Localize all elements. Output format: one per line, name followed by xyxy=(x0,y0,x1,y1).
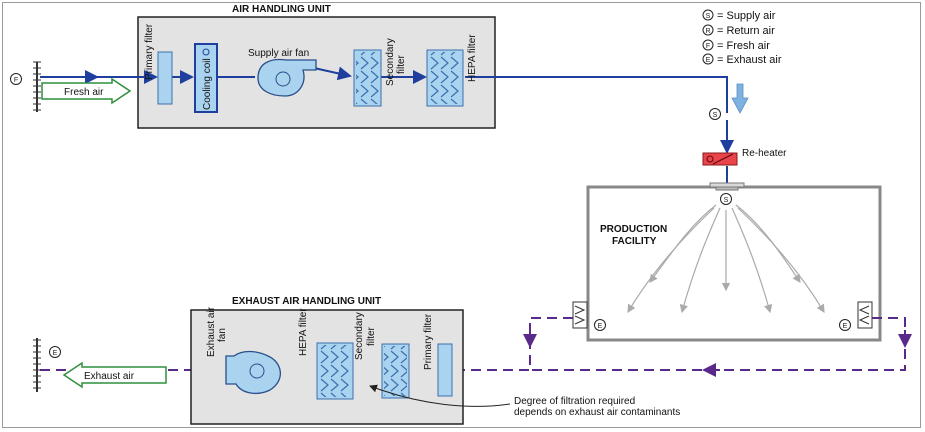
ahu-hepa-filter-pleats xyxy=(429,52,461,104)
note-line-1: Degree of filtration required xyxy=(514,396,635,407)
legend-exhaust-symbol: E xyxy=(706,57,711,64)
cooling-coil xyxy=(194,43,218,113)
eahu-fan-label-2: fan xyxy=(217,328,228,342)
fresh-air-symbol: F xyxy=(10,73,22,85)
eahu-secondary-filter-pleats xyxy=(384,346,407,396)
facility-supply-symbol: S xyxy=(720,193,732,205)
eahu-title: EXHAUST AIR HANDLING UNIT xyxy=(232,296,381,307)
facility-exhaust-symbol-right: E xyxy=(839,319,851,331)
exhaust-air-grille xyxy=(33,338,41,392)
facility-label-1: PRODUCTION xyxy=(600,224,667,235)
fresh-air-symbol-text: F xyxy=(14,77,18,84)
room-exhaust-grille-left xyxy=(572,301,588,329)
ahu-secondary-filter-label-2: filter xyxy=(396,54,407,74)
cooling-coil-dot-icon xyxy=(202,48,210,56)
legend-fresh-text: = Fresh air xyxy=(717,40,770,52)
eahu-hepa-filter-label: HEPA filter xyxy=(298,308,309,356)
room-air-flow xyxy=(627,204,825,314)
supply-symbol: S xyxy=(709,108,721,120)
legend-item-exhaust: E = Exhaust air xyxy=(702,53,782,66)
reheater xyxy=(702,152,738,166)
facility-exhaust-symbol-left: E xyxy=(594,319,606,331)
exhaust-air-symbol: E xyxy=(49,346,61,358)
supply-fan-label: Supply air fan xyxy=(248,48,309,59)
supply-fan-icon xyxy=(257,58,317,97)
legend-return-symbol: R xyxy=(705,28,710,35)
supply-symbol-text: S xyxy=(713,112,718,119)
ahu-title: AIR HANDLING UNIT xyxy=(232,4,331,15)
note-line-2: depends on exhaust air contaminants xyxy=(514,407,680,418)
legend: S = Supply air R = Return air F = Fresh … xyxy=(702,9,782,66)
facility-label-2: FACILITY xyxy=(612,236,657,247)
eahu-fan-label-1: Exhaust air xyxy=(206,306,217,357)
facility-exhaust-symbol-right-text: E xyxy=(843,323,848,330)
legend-exhaust-text: = Exhaust air xyxy=(717,54,782,66)
exhaust-air-label: Exhaust air xyxy=(84,371,135,382)
legend-supply-text: = Supply air xyxy=(717,10,776,22)
exhaust-air-arrow: Exhaust air xyxy=(62,361,167,389)
ahu-secondary-filter-label-1: Secondary xyxy=(385,38,396,86)
eahu-secondary-filter-label-1: Secondary xyxy=(354,312,365,360)
ahu-hepa-filter-label: HEPA filter xyxy=(467,34,478,82)
fresh-air-grille xyxy=(33,61,41,112)
legend-fresh-symbol: F xyxy=(706,43,710,50)
legend-supply-symbol: S xyxy=(706,13,711,20)
ceiling-diffuser xyxy=(709,182,745,191)
exhaust-fan-icon xyxy=(225,350,281,395)
cooling-coil-label: Cooling coil xyxy=(202,58,213,110)
legend-item-supply: S = Supply air xyxy=(702,9,776,22)
eahu-hepa-filter-pleats xyxy=(319,345,351,397)
exhaust-air-symbol-text: E xyxy=(53,350,58,357)
facility-exhaust-symbol-left-text: E xyxy=(598,323,603,330)
eahu-secondary-filter-label-2: filter xyxy=(366,326,377,346)
legend-item-fresh: F = Fresh air xyxy=(702,39,770,52)
legend-return-text: = Return air xyxy=(717,25,775,37)
legend-item-return: R = Return air xyxy=(702,24,775,37)
production-facility-room xyxy=(586,185,882,342)
facility-supply-symbol-text: S xyxy=(724,197,729,204)
ahu-secondary-filter-pleats xyxy=(356,52,379,104)
eahu-primary-filter xyxy=(437,343,453,397)
supply-flow-arrow-icon xyxy=(731,83,749,114)
fresh-air-arrow: Fresh air xyxy=(41,77,132,105)
eahu-primary-filter-label: Primary filter xyxy=(423,313,434,370)
ahu-primary-filter-label: Primary filter xyxy=(144,23,155,80)
reheater-label: Re-heater xyxy=(742,148,787,159)
ahu-primary-filter xyxy=(157,51,173,105)
note-leader-arrow xyxy=(369,384,511,407)
room-exhaust-grille-right xyxy=(857,301,873,329)
fresh-air-label: Fresh air xyxy=(64,87,104,98)
